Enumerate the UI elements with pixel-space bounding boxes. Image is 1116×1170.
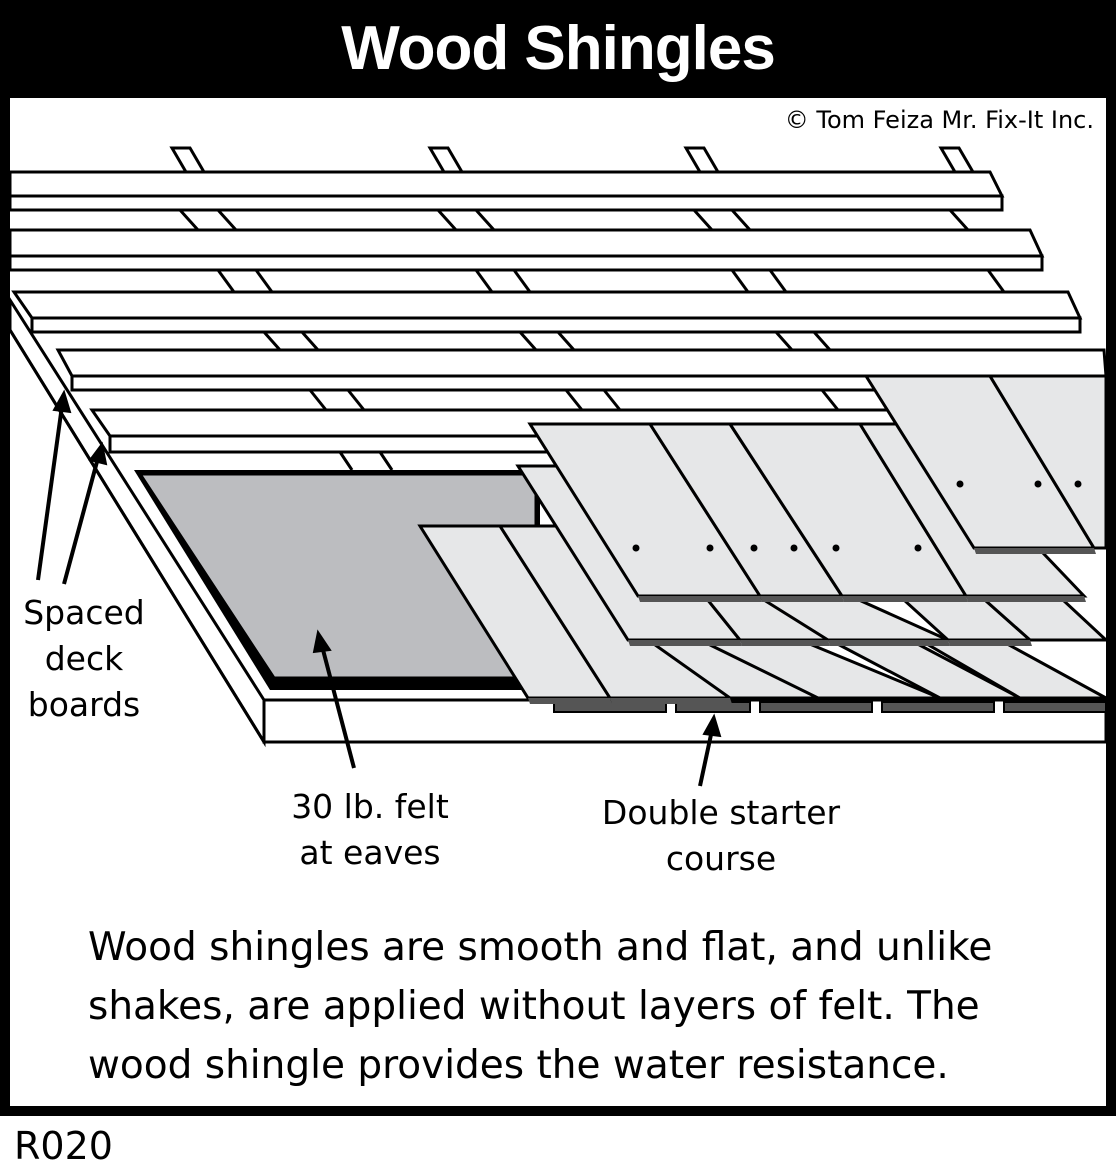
deck-boards	[8, 170, 1108, 454]
label-felt: 30 lb. felt at eaves	[291, 787, 449, 872]
starter-course	[553, 701, 1107, 713]
rafters	[178, 208, 1006, 471]
label-deck-boards: Spaced deck boards	[23, 593, 145, 724]
rafter-tops	[169, 146, 976, 174]
label-starter-course: Double starter course	[601, 793, 841, 878]
pointer-arrows	[36, 389, 722, 787]
figure-code: R020	[14, 1124, 113, 1168]
title: Wood Shingles	[0, 0, 1116, 98]
nails	[632, 480, 1082, 552]
caption-text: Wood shingles are smooth and flat, and u…	[88, 925, 993, 1088]
copyright-notice: © Tom Feiza Mr. Fix-It Inc.	[784, 106, 1094, 134]
shingle-shadows	[528, 548, 1096, 704]
